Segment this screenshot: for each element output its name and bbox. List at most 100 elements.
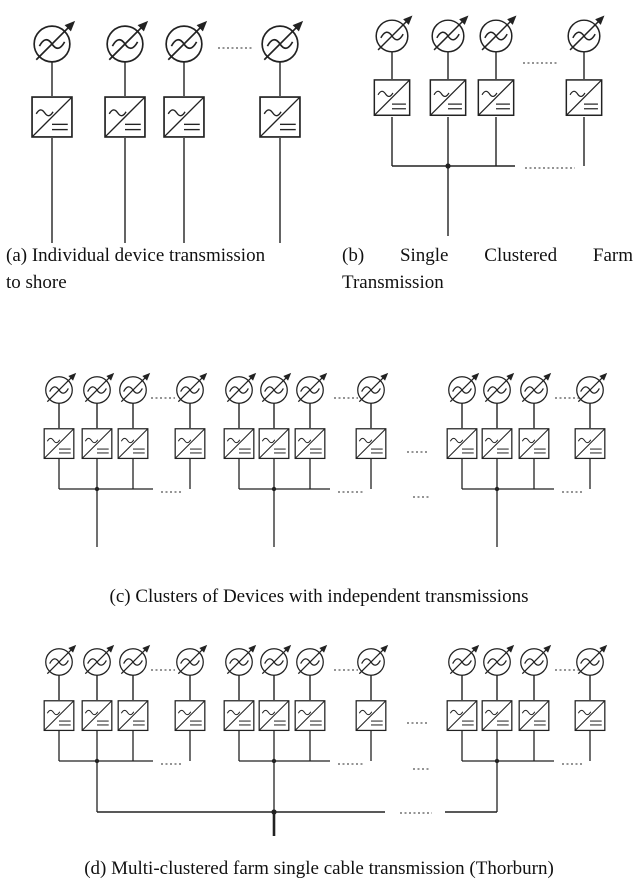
converter-icon (163, 96, 205, 138)
converter-icon (43, 428, 75, 460)
wave-energy-device (565, 14, 606, 117)
generator-icon (483, 372, 515, 404)
generator-icon (119, 644, 151, 676)
converter-icon (355, 700, 387, 732)
generator-icon (176, 372, 208, 404)
generator-icon (83, 644, 115, 676)
converter-icon (117, 700, 149, 732)
converter-icon (104, 96, 146, 138)
generator-icon (357, 644, 389, 676)
panel-c-diagram (43, 372, 608, 547)
converter-icon (174, 428, 206, 460)
generator-icon (296, 372, 328, 404)
generator-icon (83, 372, 115, 404)
generator-icon (260, 372, 292, 404)
generator-icon (448, 644, 480, 676)
wave-energy-device (174, 644, 208, 732)
wave-energy-device (446, 372, 480, 460)
wave-energy-device (81, 372, 115, 460)
wave-energy-device (477, 14, 518, 117)
converter-icon (574, 428, 606, 460)
generator-icon (431, 14, 470, 53)
wave-energy-device (117, 372, 151, 460)
generator-icon (106, 20, 149, 63)
generator-icon (520, 372, 552, 404)
generator-icon (448, 372, 480, 404)
converter-icon (117, 428, 149, 460)
caption-a-line-2: to shore (6, 272, 67, 293)
generator-icon (225, 644, 257, 676)
generator-icon (576, 372, 608, 404)
converter-icon (31, 96, 73, 138)
wave-energy-device (355, 372, 389, 460)
wave-energy-device (43, 372, 77, 460)
converter-icon (294, 700, 326, 732)
wave-energy-device (481, 644, 515, 732)
converter-icon (223, 428, 255, 460)
generator-icon (483, 644, 515, 676)
wave-energy-device (259, 20, 304, 138)
generator-icon (165, 20, 208, 63)
wave-energy-device (43, 644, 77, 732)
wave-energy-device (81, 644, 115, 732)
wave-energy-device (163, 20, 208, 138)
converter-icon (81, 700, 113, 732)
converter-icon (355, 428, 387, 460)
caption-c: (c) Clusters of Devices with independent… (109, 586, 529, 607)
converter-icon (574, 700, 606, 732)
caption-b-word: Farm (592, 245, 633, 266)
generator-icon (296, 644, 328, 676)
panel-d-diagram (43, 644, 608, 836)
converter-icon (258, 700, 290, 732)
converter-icon (565, 79, 603, 117)
generator-icon (375, 14, 414, 53)
wave-energy-device (481, 372, 515, 460)
wave-energy-device (294, 372, 328, 460)
generator-icon (45, 644, 77, 676)
converter-icon (259, 96, 301, 138)
wave-energy-device (258, 644, 292, 732)
converter-icon (81, 428, 113, 460)
wave-energy-device (574, 644, 608, 732)
wave-energy-device (294, 644, 328, 732)
generator-icon (567, 14, 606, 53)
converter-icon (481, 428, 513, 460)
converter-icon (446, 700, 478, 732)
generator-icon (176, 644, 208, 676)
wave-energy-device (258, 372, 292, 460)
wave-energy-device (174, 372, 208, 460)
wave-energy-device (574, 372, 608, 460)
generator-icon (520, 644, 552, 676)
caption-b-word: Single (399, 245, 449, 266)
converter-icon (446, 428, 478, 460)
caption-b-word: (b) (342, 245, 365, 266)
converter-icon (258, 428, 290, 460)
generator-icon (357, 372, 389, 404)
generator-icon (260, 644, 292, 676)
wave-energy-device (518, 644, 552, 732)
generator-icon (261, 20, 304, 63)
generator-icon (119, 372, 151, 404)
converter-icon (294, 428, 326, 460)
generator-icon (33, 20, 76, 63)
panel-a-diagram (31, 20, 304, 243)
wave-energy-device (223, 644, 257, 732)
converter-icon (223, 700, 255, 732)
converter-icon (481, 700, 513, 732)
converter-icon (429, 79, 467, 117)
wave-energy-device (446, 644, 480, 732)
caption-d: (d) Multi-clustered farm single cable tr… (84, 858, 554, 879)
caption-b-word: Clustered (484, 245, 558, 266)
wave-energy-device (355, 644, 389, 732)
converter-icon (43, 700, 75, 732)
wave-energy-device (31, 20, 76, 138)
wave-energy-device (104, 20, 149, 138)
converter-icon (518, 428, 550, 460)
converter-icon (518, 700, 550, 732)
generator-icon (576, 644, 608, 676)
wave-energy-device (373, 14, 414, 117)
wave-energy-device (518, 372, 552, 460)
converter-icon (477, 79, 515, 117)
wave-energy-device (117, 644, 151, 732)
